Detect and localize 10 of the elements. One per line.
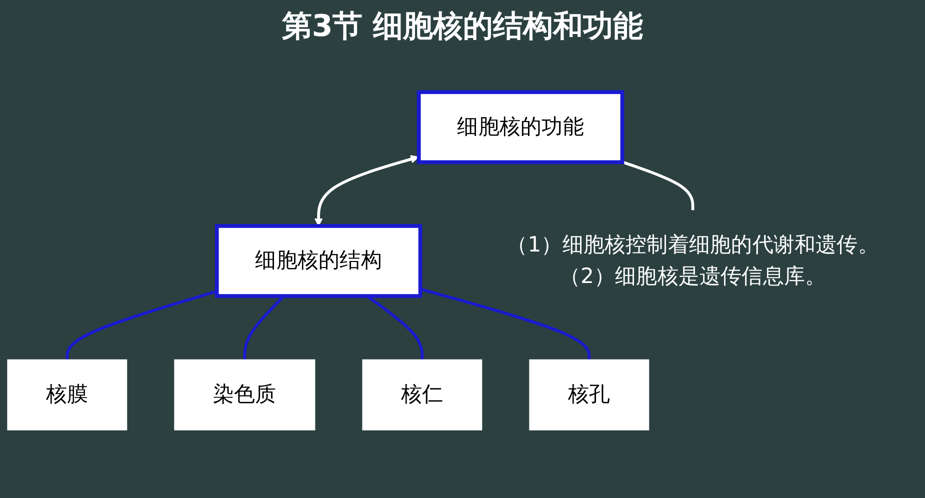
node-box: 细胞核的功能 <box>416 90 624 164</box>
node-text: （1）细胞核控制着细胞的代谢和遗传。 （2）细胞核是遗传信息库。 <box>506 233 879 289</box>
node-box: 染色质 <box>174 359 316 430</box>
node-box: 细胞核的结构 <box>214 224 422 298</box>
node-box: 核孔 <box>529 359 650 430</box>
slide-title: 第3节 细胞核的结构和功能 <box>280 8 644 46</box>
node-box: 核仁 <box>362 359 482 430</box>
node-box: 核膜 <box>7 359 128 430</box>
arrow <box>314 155 419 226</box>
connector <box>622 160 694 210</box>
